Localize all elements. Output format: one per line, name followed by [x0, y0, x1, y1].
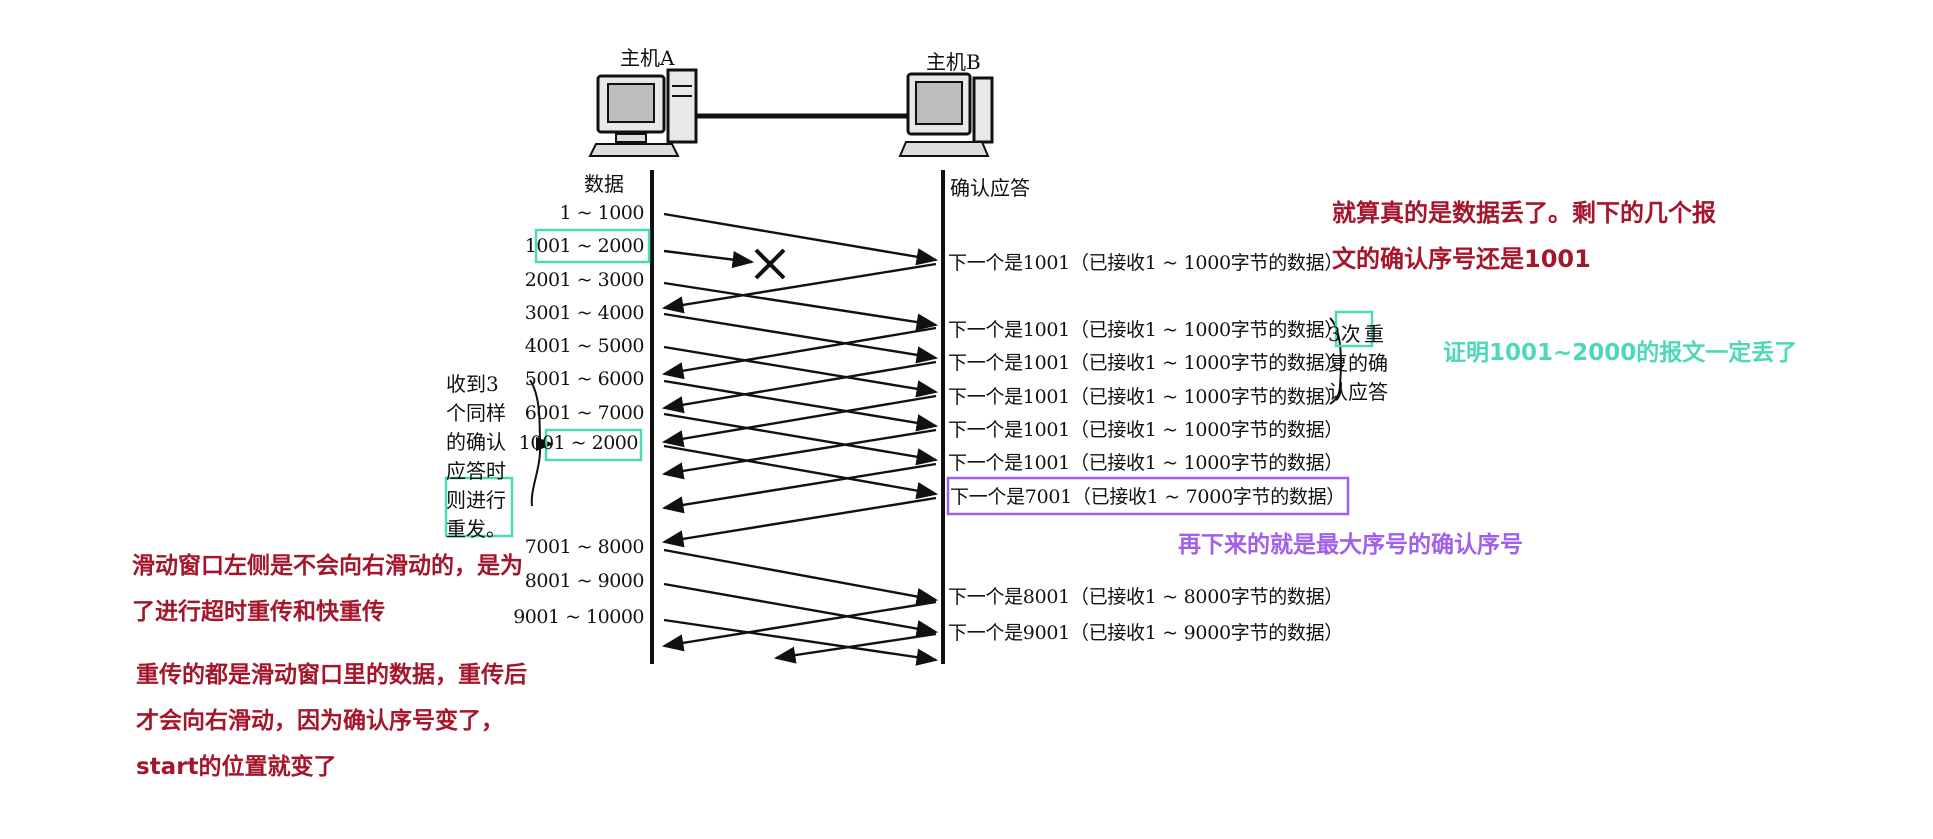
ack-label: 下一个是1001（已接收1 ~ 1000字节的数据）	[948, 386, 1343, 408]
dup-ack-note: 重复的确认应答	[1328, 322, 1388, 404]
ack-arrows	[661, 262, 937, 664]
annotation-max-ack: 再下来的就是最大序号的确认序号	[1178, 532, 1523, 558]
annotation-proof: 证明1001~2000的报文一定丢了	[1443, 340, 1798, 366]
ack-column-label: 确认应答	[950, 176, 1030, 200]
segment-label: 1 ~ 1000	[559, 202, 645, 224]
ack-label: 下一个是1001（已接收1 ~ 1000字节的数据）	[948, 352, 1343, 374]
host-a-label: 主机A	[620, 46, 675, 70]
ack-label: 下一个是1001（已接收1 ~ 1000字节的数据）	[948, 452, 1343, 474]
dup-brace	[1329, 317, 1342, 405]
host-b-label: 主机B	[926, 50, 981, 74]
ack-label: 下一个是8001（已接收1 ~ 8000字节的数据）	[948, 586, 1343, 608]
annotation-window-left: 滑动窗口左侧是不会向右滑动的，是为了进行超时重传和快重传	[132, 553, 523, 625]
segment-label: 1001 ~ 2000	[524, 235, 645, 257]
ack-label: 下一个是1001（已接收1 ~ 1000字节的数据）	[948, 252, 1343, 274]
data-arrows	[663, 212, 939, 666]
highlight-resend-note	[444, 476, 514, 538]
segment-label: 5001 ~ 6000	[524, 368, 645, 390]
host-b-computer-icon	[898, 72, 994, 157]
ack-label: 下一个是9001（已接收1 ~ 9000字节的数据）	[948, 622, 1343, 644]
segment-label: 7001 ~ 8000	[524, 536, 645, 558]
data-column-label: 数据	[584, 172, 624, 196]
annotation-lost: 就算真的是数据丢了。剩下的几个报文的确认序号还是1001	[1332, 199, 1716, 273]
ack-label: 下一个是1001（已接收1 ~ 1000字节的数据）	[948, 419, 1343, 441]
segment-label: 2001 ~ 3000	[524, 269, 645, 291]
ack-label: 下一个是7001（已接收1 ~ 7000字节的数据）	[950, 486, 1345, 508]
highlight-3-times	[1334, 310, 1374, 348]
segment-label: 3001 ~ 4000	[524, 302, 645, 324]
host-a-computer-icon	[588, 68, 698, 157]
highlight-1001-2000	[534, 228, 651, 264]
segment-label: 8001 ~ 9000	[524, 570, 645, 592]
dup-count-label: 3次	[1328, 322, 1361, 346]
highlight-ack-7001	[946, 476, 1350, 516]
segment-label: 4001 ~ 5000	[524, 335, 645, 357]
ack-label: 下一个是1001（已接收1 ~ 1000字节的数据）	[948, 319, 1343, 341]
resend-rule-note: 收到3个同样的确认应答时则进行重发。	[446, 372, 506, 541]
segment-label: 6001 ~ 7000	[524, 402, 645, 424]
loss-cross-icon	[754, 248, 786, 280]
segment-label: 1001 ~ 2000	[518, 432, 639, 454]
segment-label: 9001 ~ 10000	[513, 606, 644, 628]
highlight-retransmit-1001-2000	[544, 428, 643, 462]
annotation-retransmit: 重传的都是滑动窗口里的数据，重传后才会向右滑动，因为确认序号变了，start的位…	[136, 662, 527, 780]
